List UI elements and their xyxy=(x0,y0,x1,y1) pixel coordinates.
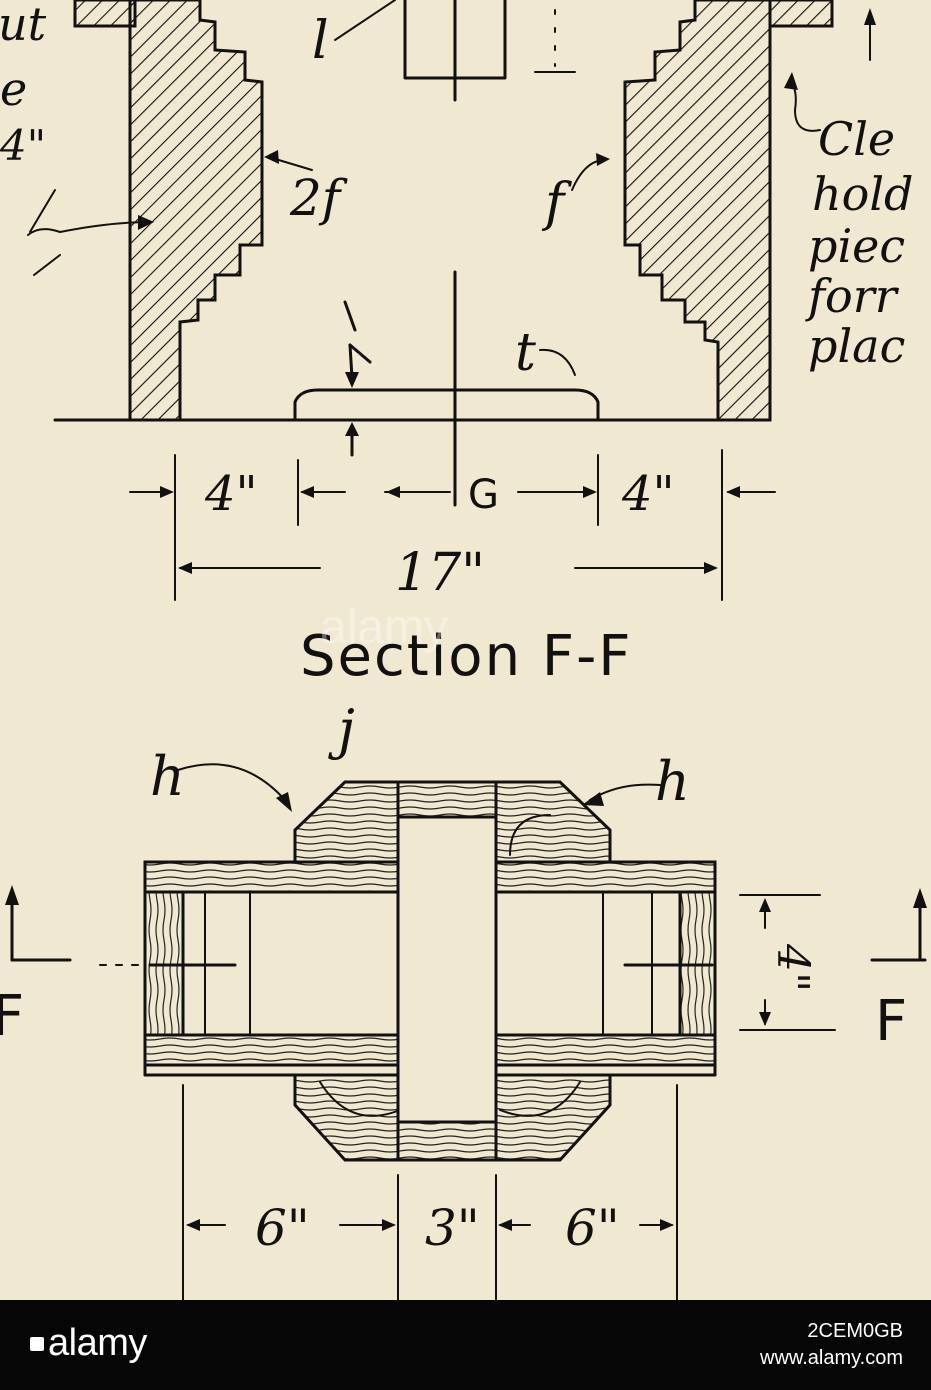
dim-bottom-left: 6" xyxy=(255,1199,310,1257)
brand-mark-icon xyxy=(30,1337,44,1351)
dim-top-right: 4" xyxy=(621,466,675,522)
cut-note-line-1: ut xyxy=(0,0,47,51)
technical-drawing: l ut e 4" 2f f t Cle hold piec forr plac xyxy=(0,0,927,1300)
dim-top-left: 4" xyxy=(204,466,258,522)
right-wall xyxy=(623,0,834,422)
label-t: t xyxy=(515,323,536,383)
svg-text:piec: piec xyxy=(808,219,905,273)
label-f: f xyxy=(541,173,572,233)
plan-view xyxy=(99,780,717,1162)
section-marker-right: F xyxy=(870,888,927,1054)
label-2f: 2f xyxy=(289,169,348,227)
svg-text:F: F xyxy=(875,989,907,1054)
dimension-row-bottom: 6" 3" 6" xyxy=(182,1084,678,1300)
svg-text:4": 4" xyxy=(767,943,818,992)
cleat-note: Cle hold piec forr plac xyxy=(805,112,913,373)
svg-text:F: F xyxy=(0,984,24,1049)
center-form xyxy=(403,0,576,102)
label-l: l xyxy=(312,11,329,71)
section-marker-left: F xyxy=(0,885,72,1049)
left-wall xyxy=(73,0,264,422)
svg-text:forr: forr xyxy=(805,269,900,323)
svg-text:Cle: Cle xyxy=(818,112,895,166)
dim-bottom-center: 3" xyxy=(425,1199,480,1257)
brand-logo: alamy xyxy=(28,1322,147,1365)
site-url: www.alamy.com xyxy=(760,1347,903,1369)
svg-text:plac: plac xyxy=(808,319,905,373)
dim-bottom-right: 6" xyxy=(565,1199,620,1257)
dimension-overall: 17" xyxy=(178,543,718,603)
label-j: j xyxy=(328,698,355,761)
dimension-side: 4" xyxy=(739,894,836,1031)
image-meta: 2CEM0GB www.alamy.com xyxy=(760,1318,903,1372)
cut-note-line-2: e xyxy=(0,62,27,116)
dim-top-center: G xyxy=(468,472,499,518)
dimension-row-top: 4" G 4" xyxy=(129,449,776,601)
label-h-left: h xyxy=(150,745,185,808)
dim-overall: 17" xyxy=(395,543,485,603)
svg-text:hold: hold xyxy=(812,167,913,221)
image-id: 2CEM0GB xyxy=(807,1320,903,1342)
label-h-right: h xyxy=(655,750,690,813)
stock-footer: alamy 2CEM0GB www.alamy.com xyxy=(0,1300,931,1390)
pad-t xyxy=(293,388,600,422)
cut-note-line-3: 4" xyxy=(0,121,46,170)
section-title: Section F-F xyxy=(300,624,633,689)
